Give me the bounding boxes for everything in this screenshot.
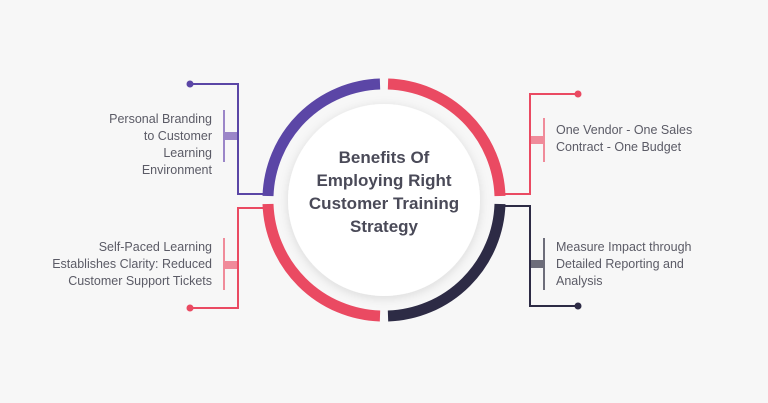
ring-arc-bottom-left xyxy=(262,203,381,322)
diagram-title: Benefits Of Employing Right Customer Tra… xyxy=(308,148,460,236)
connector-top-left xyxy=(190,83,272,195)
marker-block-top-right xyxy=(531,136,545,144)
marker-block-top-left xyxy=(223,132,237,140)
marker-block-bottom-left xyxy=(223,261,237,269)
benefit-label-bottom-left: Self-Paced Learning Establishes Clarity:… xyxy=(52,240,212,288)
ring-arc-top-right xyxy=(387,78,506,197)
marker-block-bottom-right xyxy=(531,260,545,268)
connector-dot-top-right xyxy=(574,90,582,98)
connector-dot-top-left xyxy=(186,80,194,88)
connector-bottom-right xyxy=(496,205,578,307)
connector-dot-bottom-left xyxy=(186,304,194,312)
benefit-label-top-left: Personal Branding to Customer Learning E… xyxy=(109,112,212,177)
benefit-label-top-right: One Vendor - One Sales Contract - One Bu… xyxy=(556,123,693,154)
connector-dot-bottom-right xyxy=(574,302,582,310)
connector-bottom-left xyxy=(190,207,272,309)
ring-arc-bottom-right xyxy=(387,203,506,322)
benefit-label-bottom-right: Measure Impact through Detailed Reportin… xyxy=(556,240,692,288)
ring-arc-top-left xyxy=(262,78,381,197)
center-circle xyxy=(288,104,480,296)
connector-top-right xyxy=(496,93,578,195)
